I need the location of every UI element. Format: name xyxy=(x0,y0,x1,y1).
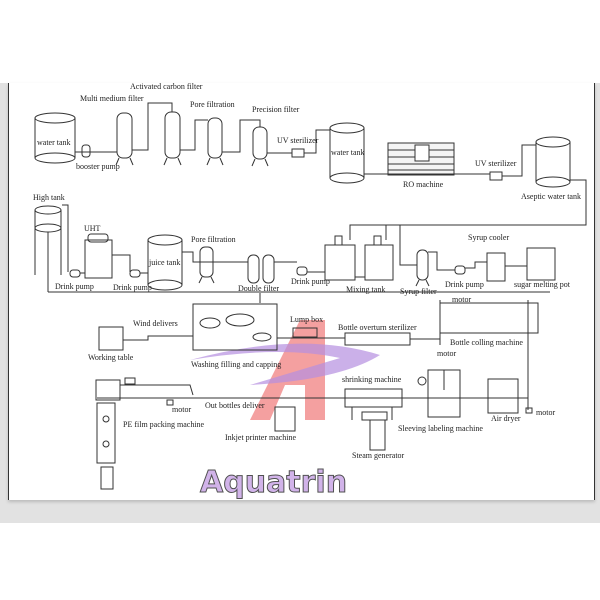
multi-medium-filter xyxy=(115,112,134,166)
label-motor-2: motor xyxy=(437,349,456,358)
label-drink-pump-3: Drink pump xyxy=(291,277,330,286)
water-tank-2 xyxy=(329,122,365,184)
conveyor-3 xyxy=(277,337,440,340)
drink-pump-4 xyxy=(454,265,466,275)
juice-tank xyxy=(147,234,183,291)
mixing-tanks xyxy=(324,235,394,281)
label-out-bottles-deliver: Out bottles deliver xyxy=(205,401,265,410)
aseptic-water-tank xyxy=(535,136,571,188)
label-bottle-cooling-machine: Bottle colling machine xyxy=(450,338,523,347)
wind-deliver-conveyor xyxy=(123,335,193,341)
aquatrin-logo-watermark: Aquatrin xyxy=(190,320,380,501)
drink-pump-3 xyxy=(296,266,308,276)
high-tank xyxy=(34,205,62,292)
label-water-tank-1: water tank xyxy=(37,138,71,147)
precision-filter xyxy=(251,126,269,167)
label-mixing-tank: Mixing tank xyxy=(346,285,385,294)
air-dryer xyxy=(487,378,519,414)
drink-pump-2 xyxy=(129,269,141,278)
label-washing-filling-capping: Washing filling and capping xyxy=(191,360,281,369)
label-multi-medium-filter: Multi medium filter xyxy=(80,94,144,103)
label-lump-box: Lump box xyxy=(290,315,323,324)
label-aseptic-water-tank: Aseptic water tank xyxy=(521,192,581,201)
sugar-melting-pot xyxy=(526,247,556,281)
label-juice-tank: juice tank xyxy=(148,258,180,267)
label-syrup-filter: Syrup filter xyxy=(400,287,437,296)
shrinking-machine xyxy=(344,388,403,420)
label-water-tank-2: water tank xyxy=(331,148,365,157)
double-filter xyxy=(247,254,275,284)
label-drink-pump-4: Drink pump xyxy=(445,280,484,289)
out-bottles-deliver-conveyor xyxy=(120,384,194,396)
uv-sterilizer-2 xyxy=(489,171,503,181)
pore-filter-1 xyxy=(206,117,224,166)
label-wind-delivers: Wind delivers xyxy=(133,319,178,328)
label-drink-pump-2: Drink pump xyxy=(113,283,152,292)
label-syrup-cooler: Syrup cooler xyxy=(468,233,509,242)
syrup-filter xyxy=(415,249,430,287)
label-steam-generator: Steam generator xyxy=(352,451,405,460)
label-activated-carbon-filter: Activated carbon filter xyxy=(130,82,203,91)
bottle-cooling-machine xyxy=(439,302,539,334)
label-ro-machine: RO machine xyxy=(403,180,444,189)
motor-icon xyxy=(525,407,533,414)
label-booster-pump: booster pump xyxy=(76,162,120,171)
label-bottle-overturn-sterilizer: Bottle overturn sterilizer xyxy=(338,323,417,332)
drink-pump-1 xyxy=(69,269,81,278)
label-high-tank: High tank xyxy=(33,193,65,202)
sleeving-labeling-machine xyxy=(417,369,461,418)
label-shrinking-machine: shrinking machine xyxy=(342,375,402,384)
uht-unit xyxy=(84,233,113,279)
label-sleeving-labeling-machine: Sleeving labeling machine xyxy=(398,424,483,433)
washing-filling-capping-machine xyxy=(192,303,278,351)
label-motor-4: motor xyxy=(536,408,555,417)
label-pe-film-packing-machine: PE film packing machine xyxy=(123,420,205,429)
watermark-text: Aquatrin xyxy=(200,465,347,500)
label-double-filter: Double filter xyxy=(238,284,279,293)
pipe-row-1 xyxy=(75,102,330,154)
booster-pump xyxy=(81,144,91,158)
label-motor-3: motor xyxy=(172,405,191,414)
label-working-table: Working table xyxy=(88,353,134,362)
pipe-row-1b xyxy=(349,144,587,266)
motor-icon xyxy=(166,399,174,406)
cooling-line xyxy=(439,300,529,410)
lump-box xyxy=(292,327,318,338)
label-inkjet-printer-machine: Inkjet printer machine xyxy=(225,433,297,442)
water-tank-1 xyxy=(34,112,76,164)
ro-machine xyxy=(387,142,455,176)
pore-filter-2 xyxy=(198,246,215,284)
label-pore-filtration-1: Pore filtration xyxy=(190,100,235,109)
uv-sterilizer-1 xyxy=(291,148,305,158)
label-motor-1: motor xyxy=(452,295,471,304)
label-drink-pump-1: Drink pump xyxy=(55,282,94,291)
syrup-cooler xyxy=(486,252,506,282)
label-precision-filter: Precision filter xyxy=(252,105,300,114)
labels: water tank booster pump Multi medium fil… xyxy=(33,82,581,460)
inkjet-printer xyxy=(274,406,296,432)
working-table xyxy=(98,326,124,351)
pipe-row-2 xyxy=(48,204,550,303)
pe-film-packing-machine xyxy=(95,377,136,490)
steam-generator xyxy=(361,411,388,451)
label-air-dryer: Air dryer xyxy=(491,414,521,423)
label-sugar-melting-pot: sugar melting pot xyxy=(514,280,571,289)
bottle-overturn-sterilizer xyxy=(344,332,411,346)
activated-carbon-filter xyxy=(163,111,182,166)
label-uht: UHT xyxy=(84,224,101,233)
label-pore-filtration-2: Pore filtration xyxy=(191,235,236,244)
label-uv-sterilizer-2: UV sterilizer xyxy=(475,159,517,168)
label-uv-sterilizer-1: UV sterilizer xyxy=(277,136,319,145)
